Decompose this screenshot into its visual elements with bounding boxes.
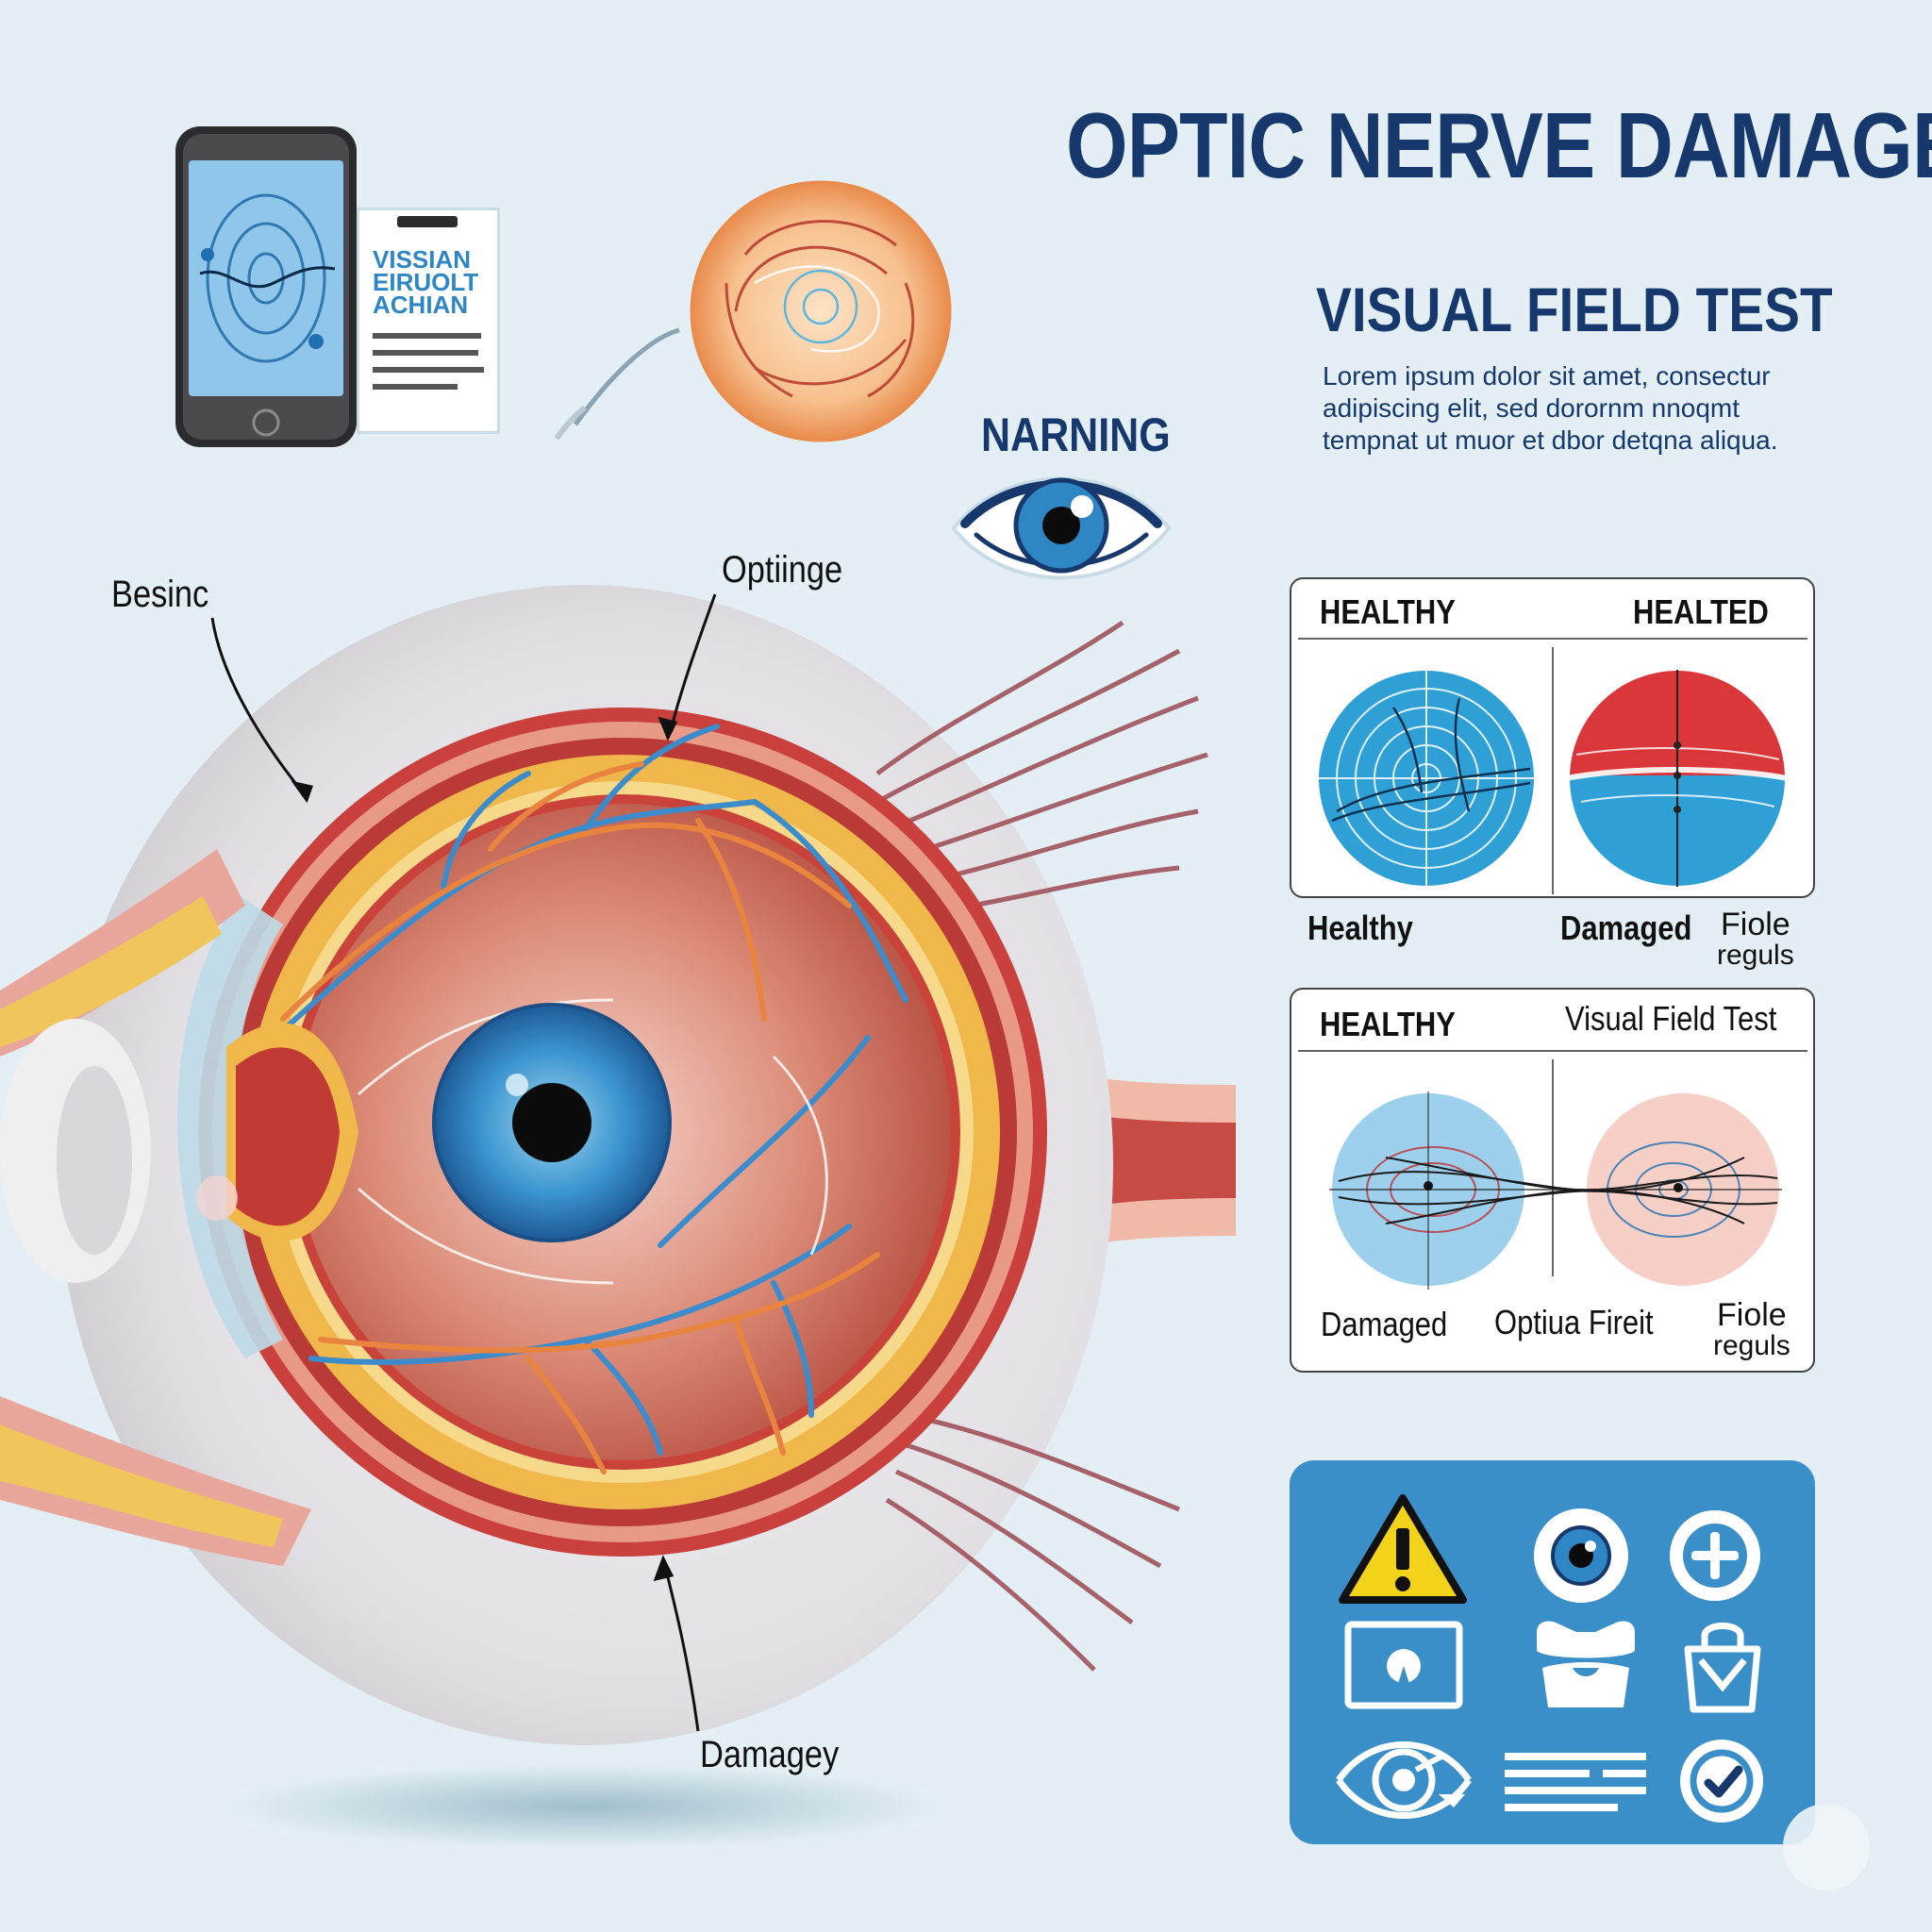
panel1-center-divider <box>1552 647 1554 894</box>
panel2-caption-results: Fiole reguls <box>1713 1298 1790 1360</box>
panel1-header-right: HEALTED <box>1633 592 1769 631</box>
bag-icon <box>1684 1623 1761 1713</box>
warning-icon <box>1339 1494 1467 1604</box>
panel2-header-divider <box>1298 1050 1807 1052</box>
card-title-line-2: EIRUOLT <box>373 268 479 296</box>
panel2-header-right: Visual Field Test <box>1565 999 1777 1038</box>
icon-panel <box>1290 1460 1815 1844</box>
card-clip <box>397 216 458 227</box>
panel2-caption-damaged: Damaged <box>1321 1305 1448 1343</box>
body-line-1: Lorem ipsum dolor sit amet, consectur <box>1323 361 1771 391</box>
glasses-icon <box>1537 1621 1635 1707</box>
panel1-caption-healthy: Healthy <box>1307 908 1413 947</box>
visual-field-panel-1: HEALTHY HEALTED <box>1290 577 1815 898</box>
panel1-caption-results-line-1: Fiole <box>1721 907 1790 942</box>
panel1-damaged-field <box>1570 670 1785 887</box>
panel2-caption-results-line-2: reguls <box>1713 1330 1790 1361</box>
eye-icon <box>1534 1508 1628 1603</box>
card-title-line-3: ACHIAN <box>373 291 469 319</box>
monitor-icon <box>1344 1621 1463 1709</box>
panel2-caption-results-line-1: Fiole <box>1717 1297 1787 1333</box>
body-line-3: tempnat ut muor et dbor detqna aliqua. <box>1323 425 1778 455</box>
panel2-center-divider <box>1552 1059 1554 1276</box>
panel2-caption-optic-field: Optiua Fireit <box>1494 1303 1654 1341</box>
panel1-caption-results-line-2: reguls <box>1717 940 1794 971</box>
label-besinc: Besinc <box>111 574 209 615</box>
card-text-lines <box>373 333 486 401</box>
warning-label: NARNING <box>981 408 1171 461</box>
panel1-healthy-field <box>1319 671 1534 886</box>
check-icon <box>1680 1740 1763 1823</box>
section-subtitle: VISUAL FIELD TEST <box>1316 275 1833 344</box>
watermark-badge <box>1783 1804 1870 1890</box>
smartphone-illustration <box>175 126 357 447</box>
panel2-header-left: HEALTHY <box>1320 1005 1456 1043</box>
panel1-header-left: HEALTHY <box>1320 592 1456 631</box>
warning-eye-icon <box>951 476 1172 580</box>
panel1-header-divider <box>1298 638 1807 640</box>
info-card: VISSIAN EIRUOLT ACHIAN <box>357 208 500 434</box>
plus-icon <box>1670 1510 1760 1601</box>
visual-field-panel-2: HEALTHY Visual Field Test <box>1290 988 1815 1373</box>
panel1-caption-damaged: Damaged <box>1560 908 1692 947</box>
page-title: OPTIC NERVE DAMAGE <box>1066 93 1932 197</box>
body-line-2: adipiscing elit, sed dorornm nnoqmt <box>1323 393 1740 423</box>
text-lines-icon <box>1505 1753 1646 1811</box>
target-eye-icon <box>1336 1741 1472 1819</box>
panel1-caption-results: Fiole reguls <box>1717 908 1794 970</box>
body-paragraph: Lorem ipsum dolor sit amet, consectur ad… <box>1323 360 1851 457</box>
label-optiinge: Optiinge <box>722 549 843 591</box>
label-damagey: Damagey <box>700 1734 840 1775</box>
card-title-line-1: VISSIAN <box>373 245 472 274</box>
panel2-fields <box>1329 1091 1782 1290</box>
